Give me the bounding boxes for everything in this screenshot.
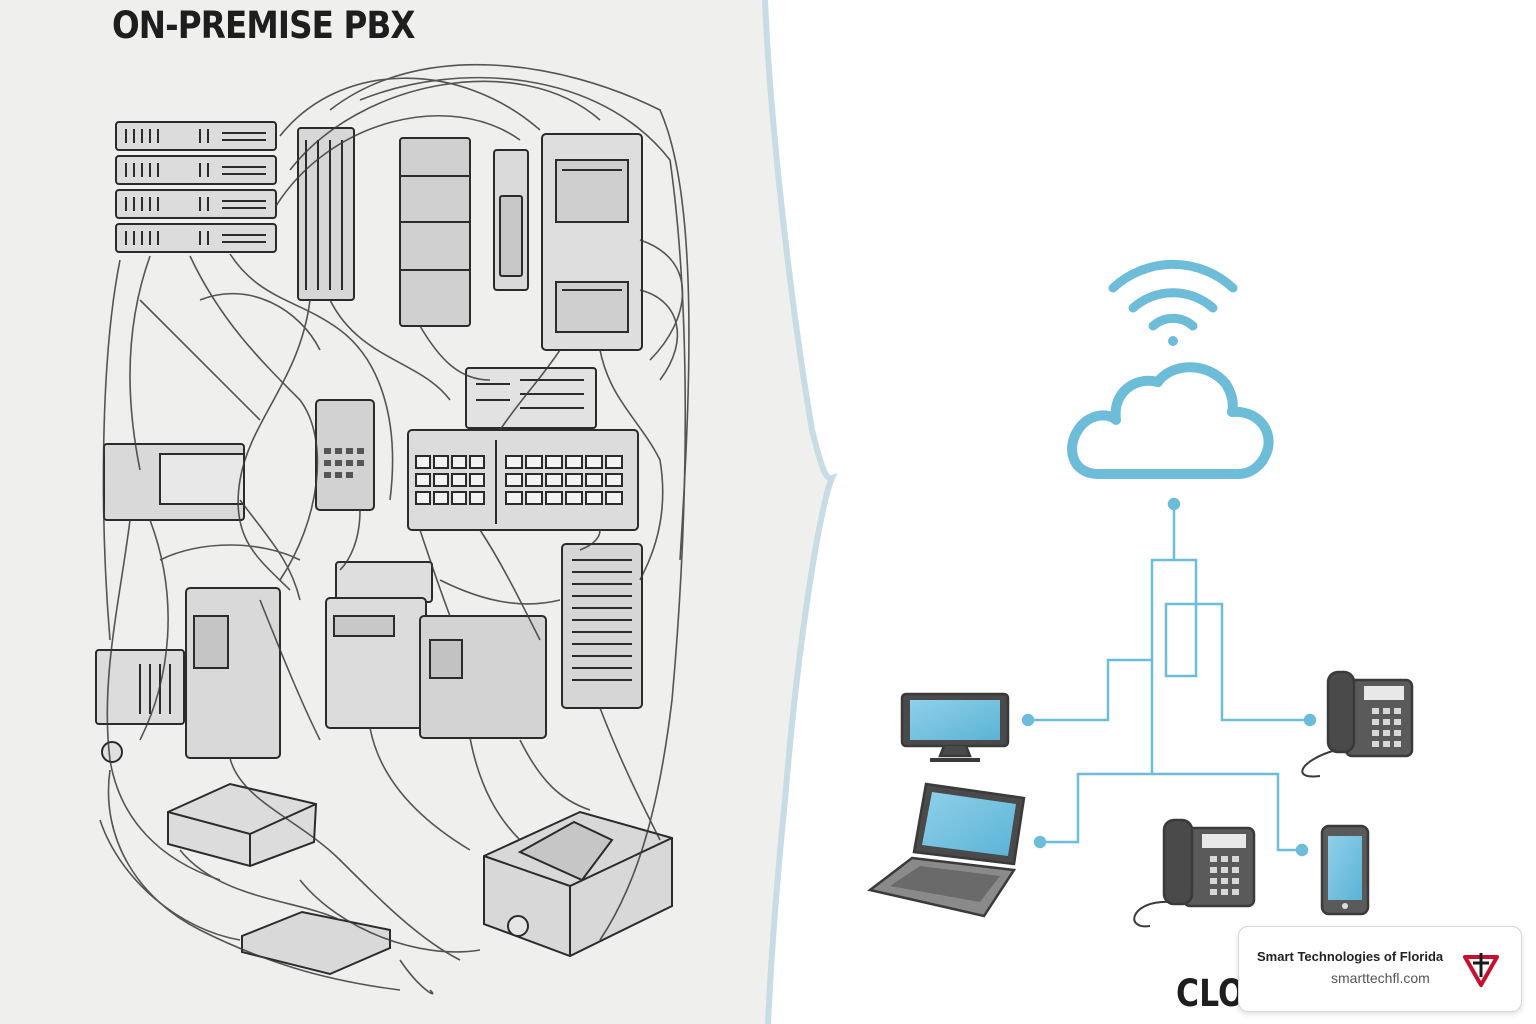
shield-cross-icon: [1463, 953, 1499, 987]
desktop-monitor-icon: [900, 692, 1010, 762]
panel-divider: [762, 0, 838, 1024]
desk-phone-icon: [1133, 818, 1256, 928]
laptop-icon: [867, 782, 1026, 918]
desk-phone-icon: [1301, 670, 1414, 778]
brand-name: Smart Technologies of Florida: [1257, 949, 1444, 964]
connection-lines: [1021, 497, 1317, 857]
cloud-network-diagram: [867, 259, 1414, 928]
cloud-icon: [1067, 362, 1274, 479]
brand-card[interactable]: Smart Technologies of Florida smarttechf…: [1238, 926, 1522, 1012]
rack-servers: [115, 121, 277, 253]
pbx-equipment-illustration: [95, 63, 690, 995]
smartphone-icon: [1320, 824, 1370, 916]
left-panel-title: ON-PREMISE PBX: [112, 4, 416, 47]
brand-url[interactable]: smarttechfl.com: [1331, 970, 1430, 986]
wifi-icon: [1108, 259, 1238, 346]
